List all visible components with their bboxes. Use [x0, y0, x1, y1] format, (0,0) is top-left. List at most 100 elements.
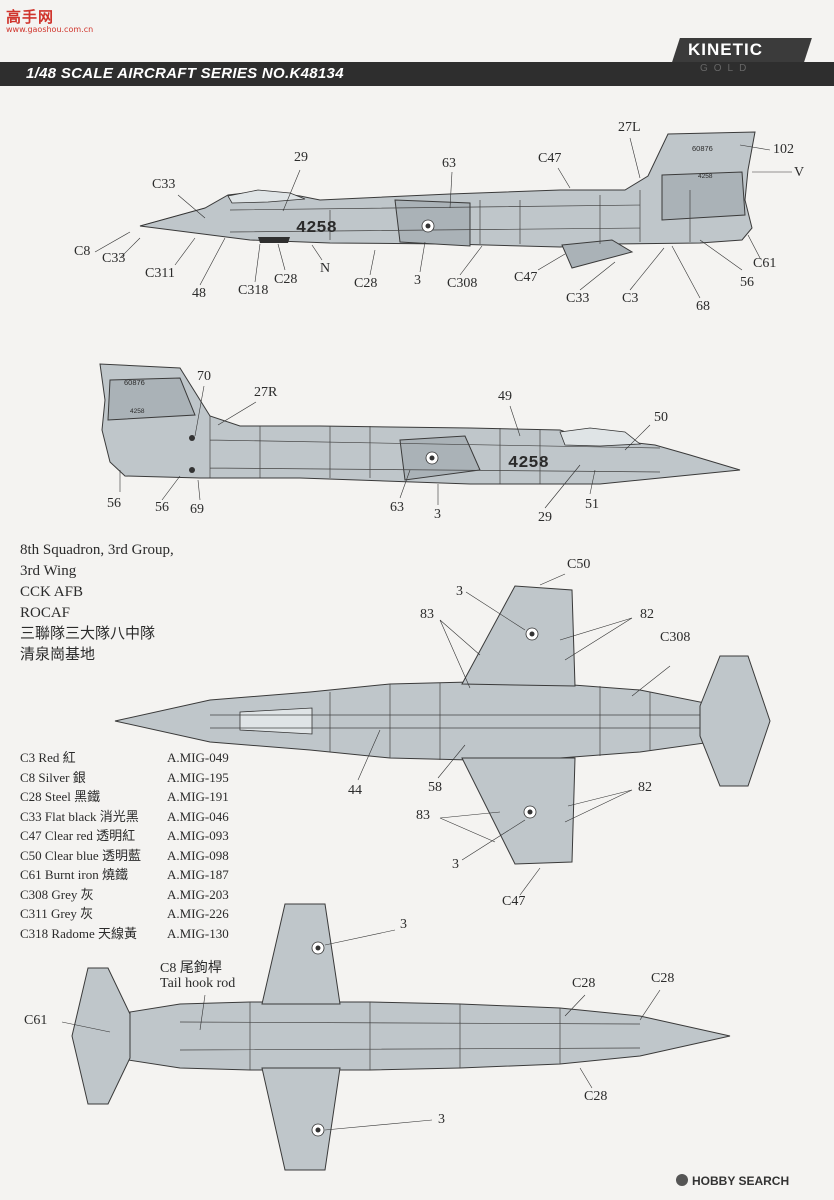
leader-c47 — [557, 167, 571, 189]
paint-code: A.MIG-195 — [167, 769, 229, 785]
callout-n: N — [320, 261, 331, 276]
bottom-left-roundel-center — [315, 945, 321, 951]
callout-3: 3 — [414, 273, 421, 288]
top-view-leader-lines — [357, 573, 671, 896]
callout-82-low: 82 — [638, 780, 652, 795]
leader-82-top — [559, 617, 633, 661]
leader-c50 — [539, 573, 566, 586]
leader-c61 — [747, 234, 761, 259]
paint-name: C3 Red 紅 — [20, 750, 76, 765]
callout-c8: C8 — [74, 244, 91, 259]
callout-83-low: 83 — [416, 808, 430, 823]
top-canopy — [239, 707, 313, 735]
top-panel-lines — [210, 683, 700, 760]
unit-line: 8th Squadron, 3rd Group, — [20, 542, 174, 558]
watermark-logo-text: 高手网 — [6, 8, 55, 26]
paint-name: C318 Radome 天線黃 — [20, 925, 137, 941]
paint-code: A.MIG-098 — [167, 847, 229, 863]
bottom-fuselage — [127, 1001, 731, 1071]
callout-102: 102 — [773, 142, 794, 157]
unit-line: ROCAF — [20, 605, 71, 621]
leader-3-bot — [324, 929, 396, 946]
top-left-wing — [461, 585, 576, 687]
leader-c28-b — [369, 249, 376, 276]
paint-code: A.MIG-093 — [167, 828, 229, 843]
callout-c28-bot-c: C28 — [584, 1089, 608, 1104]
callout-3-bot: 3 — [400, 917, 407, 932]
callout-v: V — [794, 165, 805, 180]
brand-name: KINETIC — [688, 40, 763, 59]
leader-51 — [589, 469, 596, 495]
right-fuselage-dot-low — [189, 467, 195, 473]
right-fuselage-serial: 4258 — [508, 454, 549, 473]
callout-49: 49 — [498, 389, 512, 404]
bottom-view — [71, 903, 731, 1171]
bottom-left-wing — [261, 903, 341, 1005]
leader-48 — [199, 237, 226, 286]
footer-watermark: HOBBY SEARCH — [692, 1174, 790, 1188]
callout-69: 69 — [190, 502, 204, 517]
left-antiglare-panel — [258, 237, 290, 243]
callout-27r: 27R — [254, 385, 278, 400]
right-roundel-center — [429, 455, 435, 461]
left-panel-lines — [229, 190, 691, 244]
leader-82-low — [564, 789, 633, 823]
callout-c33-top: C33 — [152, 177, 176, 192]
callout-83-top: 83 — [420, 607, 434, 622]
brand-sub: GOLD — [700, 63, 753, 74]
callout-56-a: 56 — [107, 496, 121, 511]
callout-tail-hook-rod: Tail hook rod — [160, 976, 236, 991]
callout-c318: C318 — [238, 283, 269, 298]
leader-63-r — [399, 469, 411, 499]
right-side-view — [99, 363, 741, 485]
callout-c28-bot-b: C28 — [651, 971, 675, 986]
left-side-view — [139, 131, 756, 269]
callout-48: 48 — [192, 286, 206, 301]
left-ventral-wing — [561, 239, 634, 269]
leader-c311 — [174, 237, 196, 266]
callout-c28-b: C28 — [354, 276, 378, 291]
bottom-right-roundel-center — [315, 1127, 321, 1133]
unit-line: 三聯隊三大隊八中隊 — [20, 626, 156, 642]
callout-c308-top: C308 — [660, 630, 691, 645]
hobby-search-logo-icon — [676, 1174, 688, 1186]
site-watermark-logo: 高手网 www.gaoshou.com.cn — [6, 6, 93, 36]
unit-info: 8th Squadron, 3rd Group, 3rd Wing CCK AF… — [20, 540, 174, 666]
callout-3-bot-low: 3 — [438, 1112, 445, 1127]
callout-29-r: 29 — [538, 510, 552, 525]
leader-c8-hook — [199, 994, 206, 1031]
paint-name: C308 Grey 灰 — [20, 886, 94, 902]
callout-c28-a: C28 — [274, 272, 298, 287]
paint-code: A.MIG-049 — [167, 750, 229, 765]
paint-code: A.MIG-203 — [167, 886, 229, 902]
callout-c33-r: C33 — [566, 291, 590, 306]
top-right-roundel-center — [527, 809, 533, 815]
bottom-right-wing — [261, 1067, 341, 1171]
callout-44: 44 — [348, 783, 362, 798]
left-tail-number: 60876 — [692, 144, 713, 153]
callout-50: 50 — [654, 410, 668, 425]
callout-c47-top: C47 — [502, 894, 526, 909]
leader-3-top — [465, 591, 526, 631]
callout-c47: C47 — [538, 151, 562, 166]
right-panel-lines — [209, 416, 661, 484]
leader-68 — [671, 245, 701, 299]
leader-3-low — [461, 819, 526, 861]
callout-27l: 27L — [618, 120, 641, 135]
leader-c308 — [459, 245, 483, 276]
callout-3-r: 3 — [434, 507, 441, 522]
leader-c47-low — [537, 253, 566, 271]
callout-68: 68 — [696, 299, 710, 314]
right-canopy — [559, 427, 642, 447]
callout-c3: C3 — [622, 291, 639, 306]
callout-56: 56 — [740, 275, 754, 290]
paint-name: C311 Grey 灰 — [20, 906, 94, 921]
callout-56-b: 56 — [155, 500, 169, 515]
bottom-panel-lines — [179, 1002, 641, 1070]
callout-c311: C311 — [145, 266, 175, 281]
callout-c8-hook-zh: C8 尾鉤桿 — [160, 961, 222, 976]
paint-code: A.MIG-226 — [167, 906, 229, 921]
unit-line: CCK AFB — [20, 584, 83, 600]
top-left-roundel-center — [529, 631, 535, 637]
paint-name: C50 Clear blue 透明藍 — [20, 847, 141, 863]
